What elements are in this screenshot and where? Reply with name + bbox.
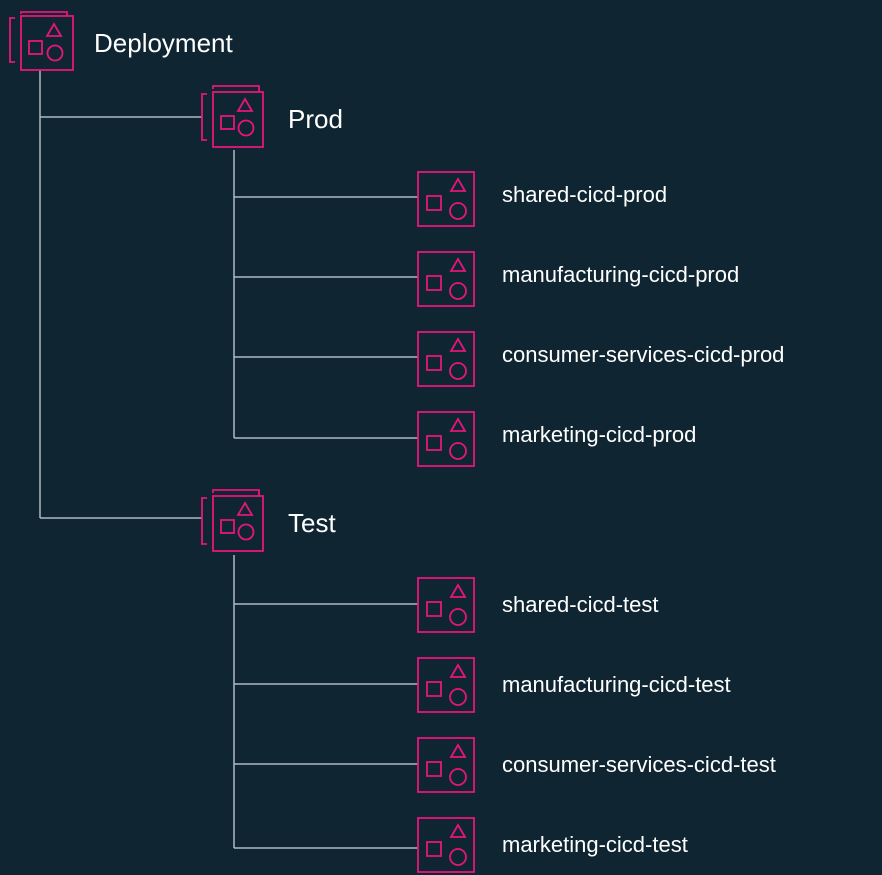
ou-label: Deployment bbox=[94, 28, 233, 58]
account-label: marketing-cicd-test bbox=[502, 832, 688, 857]
stacked-account-icon bbox=[9, 11, 74, 71]
account-label: marketing-cicd-prod bbox=[502, 422, 697, 447]
account-label: manufacturing-cicd-test bbox=[502, 672, 731, 697]
stacked-account-icon bbox=[201, 85, 264, 148]
account-icon bbox=[417, 171, 475, 227]
ou-label: Prod bbox=[288, 104, 343, 134]
stacked-account-icon bbox=[201, 489, 264, 552]
account-icon bbox=[417, 251, 475, 307]
account-label: manufacturing-cicd-prod bbox=[502, 262, 740, 287]
account-icon bbox=[417, 331, 475, 387]
account-label: consumer-services-cicd-prod bbox=[502, 342, 785, 367]
account-label: consumer-services-cicd-test bbox=[502, 752, 776, 777]
account-icon bbox=[417, 411, 475, 467]
account-label: shared-cicd-prod bbox=[502, 182, 668, 207]
account-label: shared-cicd-test bbox=[502, 592, 659, 617]
account-icon bbox=[417, 817, 475, 873]
account-icon bbox=[417, 737, 475, 793]
account-icon bbox=[417, 657, 475, 713]
account-icon bbox=[417, 577, 475, 633]
ou-label: Test bbox=[288, 508, 336, 538]
